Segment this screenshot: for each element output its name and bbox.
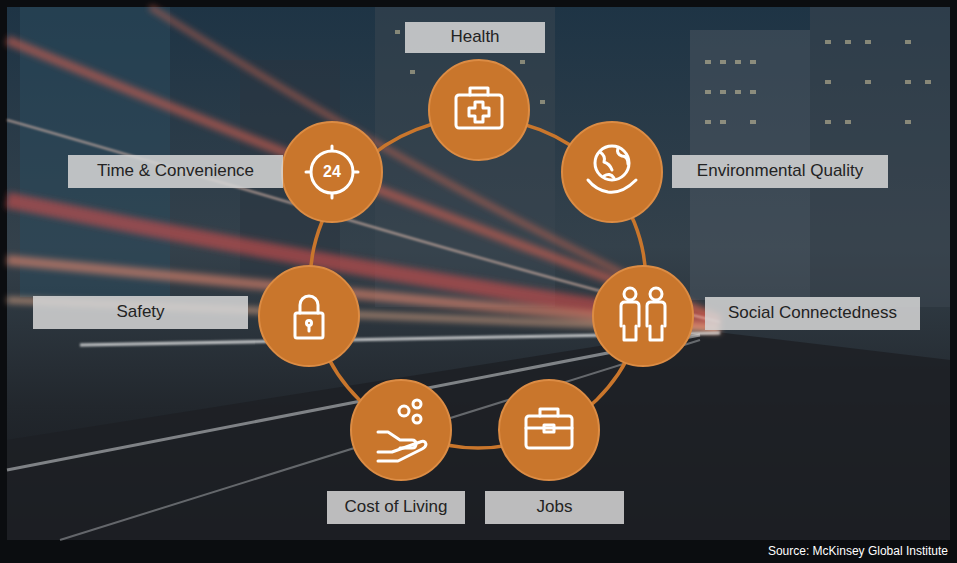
label-box: Jobs bbox=[485, 491, 624, 524]
label-box: Health bbox=[405, 22, 545, 53]
label-box: Safety bbox=[33, 296, 248, 329]
label-box: Social Connectedness bbox=[705, 297, 920, 330]
source-note: Source: McKinsey Global Institute bbox=[768, 544, 948, 558]
label-text: Health bbox=[450, 28, 499, 47]
label-box: Time & Convenience bbox=[68, 155, 283, 188]
label-text: Safety bbox=[116, 303, 164, 322]
label-text: Cost of Living bbox=[345, 498, 448, 517]
label-text: Social Connectedness bbox=[728, 304, 897, 323]
label-text: Jobs bbox=[537, 498, 573, 517]
label-box: Environmental Quality bbox=[672, 155, 888, 188]
label-text: Time & Convenience bbox=[97, 162, 254, 181]
label-box: Cost of Living bbox=[327, 491, 465, 524]
label-text: Environmental Quality bbox=[697, 162, 863, 181]
icon-number: 24 bbox=[323, 163, 341, 181]
